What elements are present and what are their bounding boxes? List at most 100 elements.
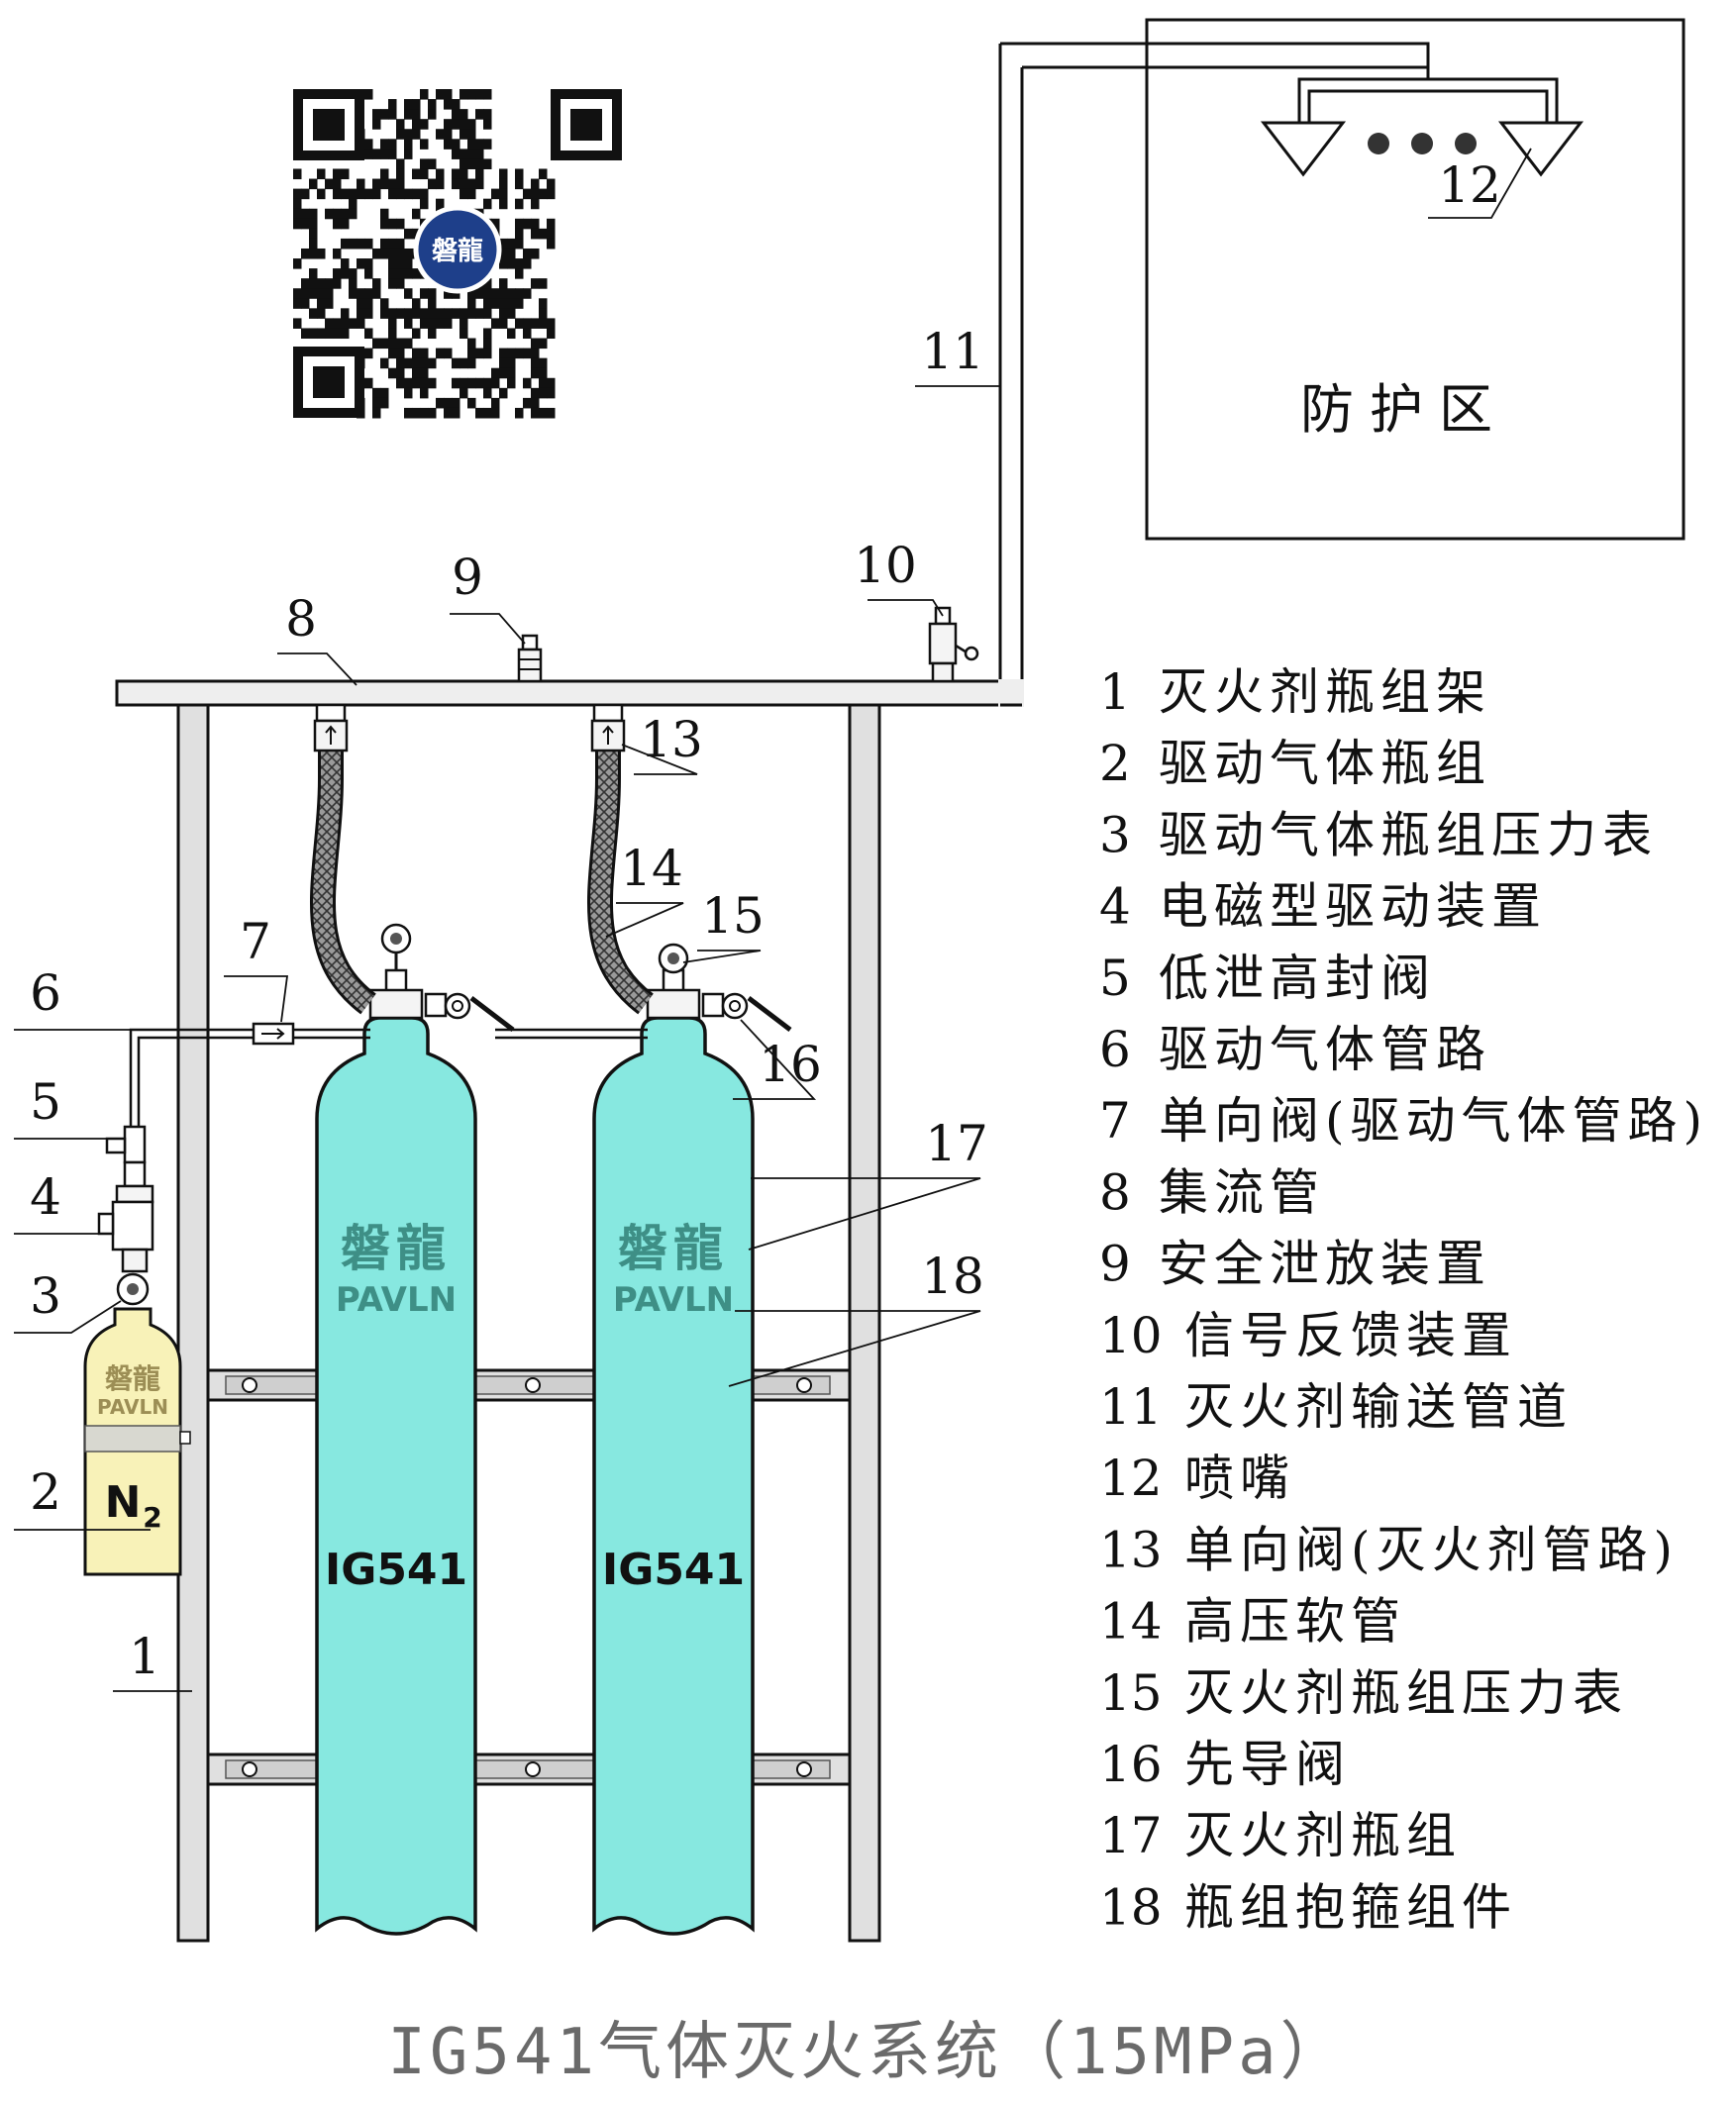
- qr-module: [420, 288, 429, 299]
- qr-module: [325, 178, 334, 190]
- qr-module: [364, 188, 373, 200]
- qr-module: [475, 178, 484, 190]
- qr-module: [404, 248, 413, 259]
- qr-module: [317, 288, 326, 299]
- qr-module: [341, 238, 350, 250]
- qr-module: [333, 268, 342, 279]
- qr-module: [396, 238, 405, 250]
- qr-module: [412, 188, 421, 200]
- qr-module: [539, 308, 548, 319]
- qr-module: [444, 407, 453, 419]
- qr-module: [388, 278, 397, 289]
- legend-item-number: 14: [1099, 1593, 1163, 1651]
- qr-module: [507, 357, 516, 369]
- qr-module: [507, 377, 516, 389]
- legend-item-number: 18: [1099, 1878, 1163, 1936]
- legend-item-text: 喷嘴: [1184, 1450, 1295, 1507]
- qr-module: [364, 328, 373, 340]
- qr-module: [467, 397, 476, 409]
- qr-module: [467, 338, 476, 350]
- qr-module: [539, 338, 548, 350]
- qr-module: [412, 208, 421, 220]
- qr-module: [460, 149, 468, 159]
- qr-module: [483, 407, 492, 419]
- legend-item-text: 低泄高封阀: [1159, 950, 1436, 1007]
- qr-module: [420, 387, 429, 399]
- qr-module: [444, 288, 453, 299]
- qr-module: [460, 357, 468, 369]
- qr-module: [475, 109, 484, 120]
- qr-module: [396, 278, 405, 289]
- qr-module: [475, 407, 484, 419]
- qr-module: [436, 348, 445, 359]
- manifold-pipe: [115, 679, 1024, 707]
- qr-module: [317, 308, 326, 319]
- qr-module: [531, 318, 540, 329]
- qr-module: [317, 168, 326, 180]
- qr-code: 磐龍: [293, 89, 622, 419]
- qr-module: [357, 288, 365, 299]
- legend-item-text: 驱动气体瓶组压力表: [1159, 806, 1658, 863]
- qr-module: [357, 238, 365, 250]
- qr-module: [404, 258, 413, 269]
- qr-module: [507, 328, 516, 340]
- qr-module: [420, 119, 429, 130]
- qr-module: [404, 308, 413, 319]
- qr-module: [396, 348, 405, 359]
- agent-cylinder-label: IG541: [325, 1545, 467, 1595]
- qr-module: [515, 168, 524, 180]
- qr-module: [539, 407, 548, 419]
- nozzle-dot: [1368, 133, 1389, 154]
- qr-module: [301, 328, 310, 340]
- qr-module: [491, 377, 500, 389]
- qr-module: [364, 258, 373, 269]
- drive-gas-pipe: [129, 1028, 648, 1127]
- qr-module: [547, 318, 556, 329]
- qr-module: [388, 139, 397, 150]
- qr-module: [372, 119, 381, 130]
- qr-module: [396, 168, 405, 180]
- qr-module: [404, 188, 413, 200]
- qr-module: [357, 308, 365, 319]
- solenoid-drive-device: [97, 1160, 154, 1273]
- qr-module: [412, 407, 421, 419]
- qr-module: [436, 129, 445, 140]
- qr-module: [309, 178, 318, 190]
- qr-module: [404, 228, 413, 240]
- qr-module: [372, 248, 381, 259]
- qr-module: [436, 308, 445, 319]
- qr-module: [452, 109, 460, 120]
- qr-module: [388, 188, 397, 200]
- qr-module: [293, 168, 302, 180]
- qr-module: [412, 168, 421, 180]
- qr-module: [333, 318, 342, 329]
- qr-module: [444, 397, 453, 409]
- qr-logo-text: 磐龍: [432, 236, 483, 266]
- qr-module: [460, 308, 468, 319]
- qr-module: [349, 198, 357, 210]
- qr-module: [483, 198, 492, 210]
- cylinder-valve-left: [368, 923, 515, 1032]
- qr-module: [547, 407, 556, 419]
- qr-module: [380, 357, 389, 369]
- qr-module: [436, 198, 445, 210]
- qr-module: [372, 178, 381, 190]
- qr-module: [523, 218, 532, 230]
- qr-module: [428, 288, 437, 299]
- qr-module: [388, 367, 397, 379]
- qr-module: [539, 377, 548, 389]
- qr-module: [349, 208, 357, 220]
- qr-module: [499, 188, 508, 200]
- qr-module: [396, 268, 405, 279]
- qr-module: [515, 407, 524, 419]
- qr-module: [341, 328, 350, 340]
- qr-module: [388, 328, 397, 340]
- qr-module: [467, 308, 476, 319]
- qr-module: [523, 377, 532, 389]
